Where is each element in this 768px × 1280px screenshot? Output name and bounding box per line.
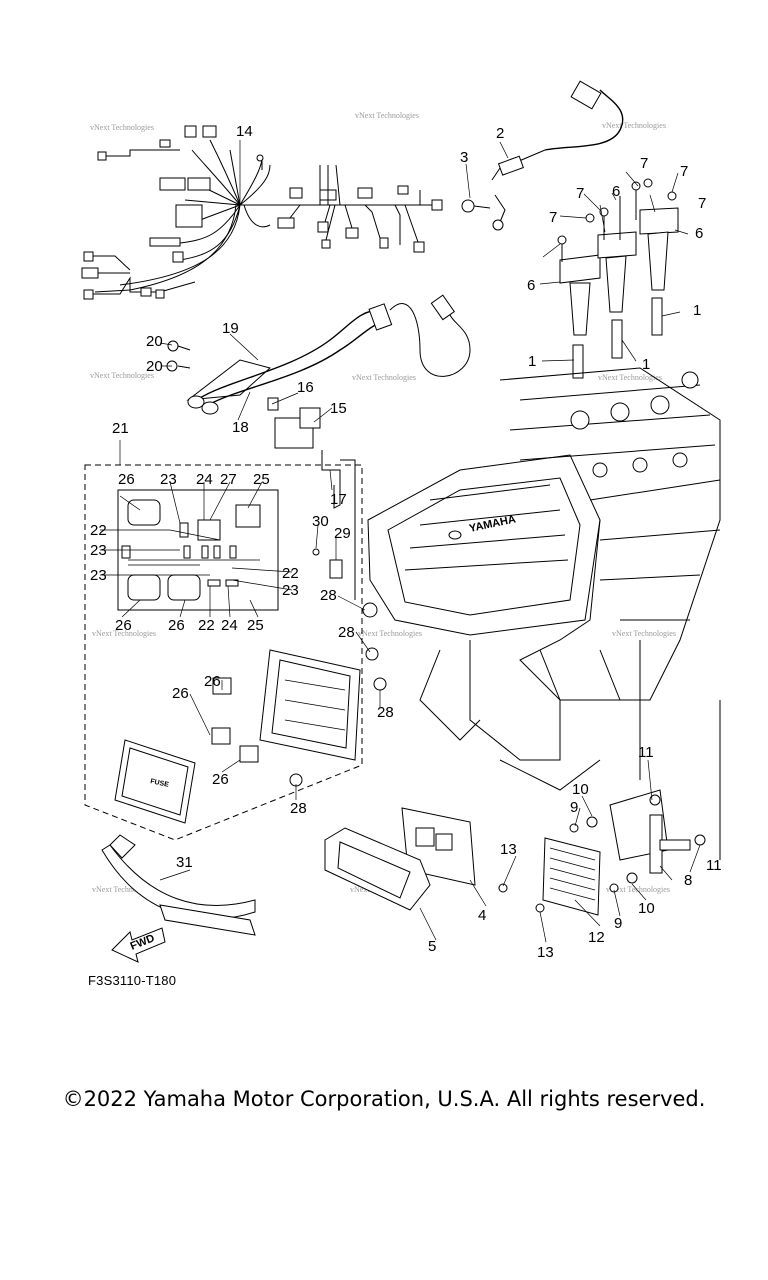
fuse-label: FUSE xyxy=(150,778,170,789)
watermark: vNext Technologies xyxy=(90,371,154,380)
callout: 11 xyxy=(638,744,654,761)
callout: 20 xyxy=(146,358,163,375)
exploded-parts-diagram: vNext Technologies vNext Technologies vN… xyxy=(81,80,722,963)
callout: 18 xyxy=(232,419,249,436)
watermark: vNext Technologies xyxy=(612,629,676,638)
callout: 14 xyxy=(236,123,253,140)
callout: 15 xyxy=(330,400,347,417)
brand-mark: YAMAHA xyxy=(468,513,517,535)
callout: 7 xyxy=(698,195,706,212)
callout: 23 xyxy=(90,567,107,584)
callout: 28 xyxy=(320,587,337,604)
copyright-notice: ©2022 Yamaha Motor Corporation, U.S.A. A… xyxy=(62,1087,706,1111)
bracket-and-hoses xyxy=(166,294,471,449)
callout: 22 xyxy=(282,565,299,582)
callout: 2 xyxy=(496,125,504,142)
callout: 24 xyxy=(196,471,213,488)
figure-code: F3S3110-T180 xyxy=(88,973,177,988)
callout: 4 xyxy=(478,907,486,924)
rectifier-regulator xyxy=(498,680,721,916)
callout: 6 xyxy=(612,183,620,200)
engine-block: YAMAHA xyxy=(367,367,721,791)
callout: 13 xyxy=(537,944,554,961)
leader-lines xyxy=(100,140,701,943)
callout: 1 xyxy=(528,353,536,370)
watermark: vNext Technologies xyxy=(355,111,419,120)
callout: 21 xyxy=(112,420,129,437)
ignition-coils xyxy=(557,178,679,379)
callout: 19 xyxy=(222,320,239,337)
watermark: vNext Technologies xyxy=(90,123,154,132)
watermark: vNext Technologies xyxy=(352,373,416,382)
electrical-box: FUSE xyxy=(114,450,387,824)
callout: 7 xyxy=(680,163,688,180)
callout: 22 xyxy=(198,617,215,634)
callout: 1 xyxy=(693,302,701,319)
callout: 26 xyxy=(204,673,221,690)
wire-harness xyxy=(81,125,443,300)
callout: 6 xyxy=(527,277,535,294)
callout: 26 xyxy=(118,471,135,488)
callout: 10 xyxy=(638,900,655,917)
strap-and-fwd: FWD xyxy=(101,834,256,963)
watermark: vNext Technologies xyxy=(602,121,666,130)
callout: 28 xyxy=(377,704,394,721)
callout: 23 xyxy=(282,582,299,599)
callout: 17 xyxy=(330,491,347,508)
callout: 25 xyxy=(247,617,264,634)
callout: 8 xyxy=(684,872,692,889)
callout: 24 xyxy=(221,617,238,634)
callout: 22 xyxy=(90,522,107,539)
callout: 26 xyxy=(212,771,229,788)
watermark: vNext Technologies xyxy=(358,629,422,638)
callout: 3 xyxy=(460,149,468,166)
watermark: vNext Technologies xyxy=(606,885,670,894)
callout: 28 xyxy=(338,624,355,641)
callout: 7 xyxy=(640,155,648,172)
callout: 10 xyxy=(572,781,589,798)
callout: 7 xyxy=(549,209,557,226)
callout: 26 xyxy=(172,685,189,702)
callout: 23 xyxy=(90,542,107,559)
callout: 9 xyxy=(570,799,578,816)
callout: 13 xyxy=(500,841,517,858)
callout: 25 xyxy=(253,471,270,488)
watermark: vNext Technologies xyxy=(598,373,662,382)
callout: 5 xyxy=(428,938,436,955)
callout: 16 xyxy=(297,379,314,396)
callout: 26 xyxy=(168,617,185,634)
callout: 7 xyxy=(576,185,584,202)
callout: 6 xyxy=(695,225,703,242)
watermark: vNext Technologies xyxy=(92,629,156,638)
callout: 9 xyxy=(614,915,622,932)
callout: 27 xyxy=(220,471,237,488)
callout: 28 xyxy=(290,800,307,817)
ecu-module xyxy=(324,807,476,911)
watermark: vNext Technologies xyxy=(92,885,156,894)
callout: 31 xyxy=(176,854,193,871)
callout: 29 xyxy=(334,525,351,542)
callouts: 14 2 3 7 7 6 7 7 7 6 6 1 1 1 19 20 20 16… xyxy=(90,123,722,961)
callout: 11 xyxy=(706,857,722,874)
callout: 23 xyxy=(160,471,177,488)
callout: 1 xyxy=(642,356,650,373)
sensor-cable xyxy=(461,80,624,231)
callout: 20 xyxy=(146,333,163,350)
callout: 12 xyxy=(588,929,605,946)
callout: 30 xyxy=(312,513,329,530)
callout: 26 xyxy=(115,617,132,634)
